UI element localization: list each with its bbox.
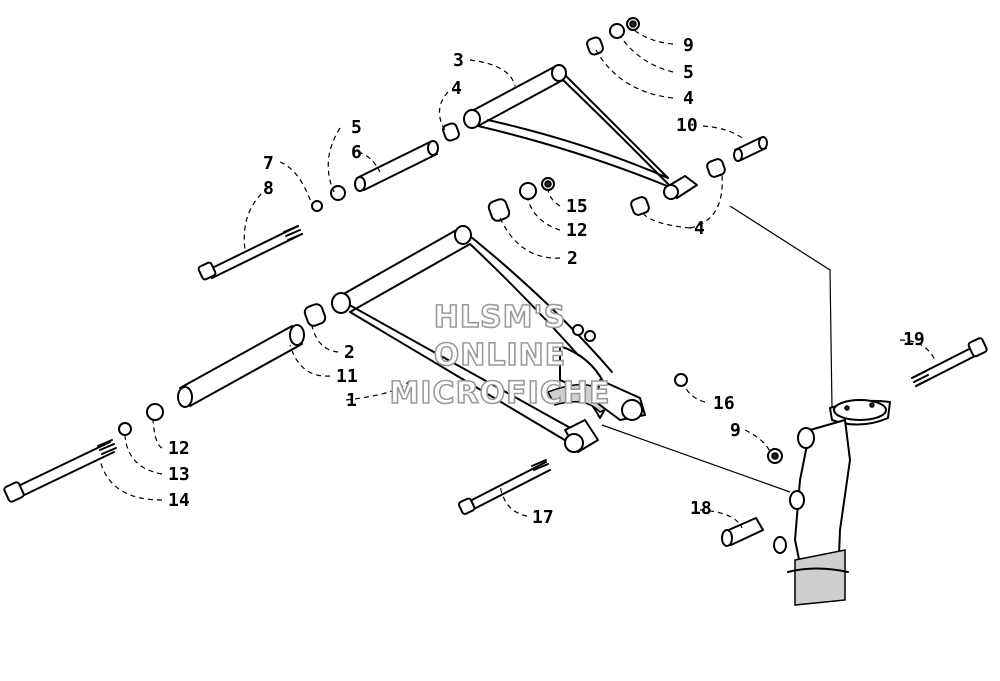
callout-9-upper: 9 [683, 35, 694, 56]
upper-shaft-and-bolt [197, 140, 439, 281]
callout-13: 13 [168, 464, 190, 485]
watermark-line-2: ONLINE [434, 338, 567, 373]
callout-5-upper: 5 [683, 62, 694, 83]
callout-17: 17 [532, 507, 554, 528]
lower-shaft-and-bolt [3, 324, 305, 503]
callout-7: 7 [263, 153, 274, 174]
watermark-line-1: HLSM'S [434, 300, 566, 335]
callout-leaders [99, 29, 936, 529]
upper-arm-hardware [442, 17, 768, 216]
watermark-line-3: MICROFICHE [390, 376, 611, 411]
callout-2-lower: 2 [344, 342, 355, 363]
callout-6: 6 [351, 142, 362, 163]
callout-9-lower: 9 [730, 420, 741, 441]
callout-5-left: 5 [351, 117, 362, 138]
callout-1: 1 [346, 390, 357, 411]
callout-labels: 9 5 4 3 4 10 5 6 7 8 15 12 4 2 2 11 1 16… [168, 35, 925, 528]
callout-10: 10 [676, 115, 698, 136]
callout-12-upper: 12 [566, 220, 588, 241]
callout-19: 19 [903, 329, 925, 350]
assembly-lines [601, 205, 833, 493]
callout-4-upper-right: 4 [683, 88, 694, 109]
bolt-17 [458, 459, 551, 515]
callout-12-lower: 12 [168, 438, 190, 459]
callout-4-upper-left: 4 [451, 78, 462, 99]
callout-2-upper: 2 [567, 248, 578, 269]
callout-4-lower: 4 [694, 218, 705, 239]
steering-spindle [721, 337, 988, 606]
watermark: HLSM'S ONLINE MICROFICHE [389, 299, 611, 412]
upper-a-arm [463, 64, 698, 200]
callout-15: 15 [566, 196, 588, 217]
callout-11: 11 [336, 366, 358, 387]
callout-16: 16 [713, 393, 735, 414]
callout-18: 18 [690, 498, 712, 519]
callout-14: 14 [168, 490, 190, 511]
lower-arm-hardware [303, 177, 688, 387]
callout-3: 3 [453, 50, 464, 71]
callout-8: 8 [263, 178, 274, 199]
lower-a-arm [331, 225, 646, 453]
